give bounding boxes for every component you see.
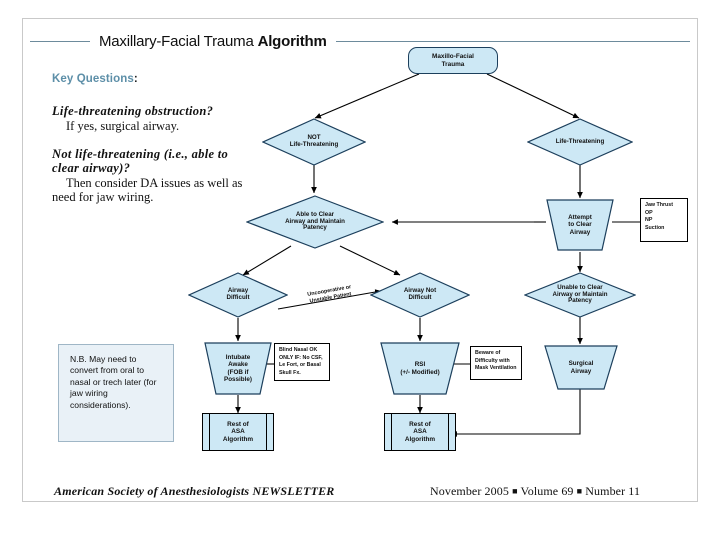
node-label: Attempt to Clear Airway	[568, 214, 592, 236]
footer-separator-1: ■	[512, 486, 518, 496]
page-title: Maxillary-Facial Trauma Algorithm	[30, 30, 690, 52]
node-label: Airway Difficult	[226, 287, 250, 301]
footer-issue: November 2005 ■ Volume 69 ■ Number 11	[430, 484, 640, 499]
key-answer-1-text: If yes, surgical airway.	[66, 119, 180, 133]
trapezoid-shape	[204, 342, 272, 395]
node-rest-of-asa-algorithm-right[interactable]: Rest of ASA Algorithm	[384, 413, 456, 451]
key-questions-heading: Key Questions:	[52, 73, 138, 85]
node-label: Maxillo-Facial Trauma	[432, 53, 474, 68]
node-airway-not-difficult[interactable]: Airway Not Difficult	[370, 272, 470, 318]
node-unable-to-clear-airway[interactable]: Unable to Clear Airway or Maintain Paten…	[524, 272, 636, 318]
footer-volume: Volume 69	[520, 484, 574, 498]
node-label: Surgical Airway	[568, 360, 594, 375]
node-not-life-threatening[interactable]: NOT Life-Threatening	[262, 118, 366, 166]
node-label: Able to Clear Airway and Maintain Patenc…	[285, 210, 345, 232]
node-maxillo-facial-trauma[interactable]: Maxillo-Facial Trauma	[408, 47, 498, 74]
node-label: Airway Not Difficult	[403, 287, 437, 301]
key-answer-1: If yes, surgical airway.	[52, 119, 244, 134]
note-text: Jaw Thrust OP NP Suction	[645, 202, 673, 232]
footer-publication: American Society of Anesthesiologists NE…	[54, 484, 335, 498]
diamond-shape	[524, 272, 636, 318]
key-questions-heading-colon: :	[133, 73, 138, 85]
key-questions-heading-text: Key Questions	[52, 73, 134, 85]
footer-number: Number 11	[585, 484, 641, 498]
diamond-shape	[370, 272, 470, 318]
node-intubate-awake[interactable]: Intubate Awake (FOB if Possible)	[204, 342, 272, 395]
key-answer-2-text: Then consider DA issues as well as need …	[52, 175, 243, 205]
node-label: Life-Threatening	[555, 137, 605, 145]
diamond-shape	[262, 118, 366, 166]
title-text: Maxillary-Facial Trauma Algorithm	[90, 33, 336, 50]
node-label: NOT Life-Threatening	[289, 134, 339, 148]
diamond-shape	[188, 272, 288, 318]
footer-separator-2: ■	[576, 486, 583, 496]
node-airway-difficult[interactable]: Airway Difficult	[188, 272, 288, 318]
node-rest-of-asa-algorithm-left[interactable]: Rest of ASA Algorithm	[202, 413, 274, 451]
slide-border	[22, 18, 698, 502]
title-text-plain: Maxillary-Facial Trauma	[99, 32, 258, 50]
title-rule-right	[335, 40, 690, 42]
node-rsi[interactable]: RSI (+/- Modified)	[380, 342, 460, 395]
node-label: Rest of ASA Algorithm	[222, 421, 254, 443]
diamond-shape	[527, 118, 633, 166]
node-label: Intubate Awake (FOB if Possible)	[224, 354, 252, 383]
node-label: RSI (+/- Modified)	[400, 361, 440, 376]
trapezoid-shape	[380, 342, 460, 395]
nb-note-box: N.B. May need to convert from oral to na…	[58, 344, 174, 442]
node-surgical-airway[interactable]: Surgical Airway	[544, 345, 618, 390]
key-question-1: Life-threatening obstruction?	[52, 104, 214, 118]
note-mask-ventilation: Beware of Difficulty with Mask Ventilati…	[470, 346, 522, 380]
title-text-bold: Algorithm	[257, 32, 327, 50]
note-jaw-thrust: Jaw Thrust OP NP Suction	[640, 198, 688, 242]
key-questions-body: Life-threatening obstruction? If yes, su…	[52, 104, 244, 218]
node-life-threatening[interactable]: Life-Threatening	[527, 118, 633, 166]
note-text: Blind Nasal OK ONLY IF: No CSF, Le Fort,…	[279, 347, 323, 377]
node-label: Rest of ASA Algorithm	[404, 421, 436, 443]
trapezoid-shape	[546, 199, 614, 251]
node-attempt-to-clear-airway[interactable]: Attempt to Clear Airway	[546, 199, 614, 251]
note-blind-nasal: Blind Nasal OK ONLY IF: No CSF, Le Fort,…	[274, 343, 330, 381]
node-label: Unable to Clear Airway or Maintain Paten…	[552, 283, 608, 305]
footer-date: November 2005	[430, 484, 509, 498]
node-able-to-clear-airway[interactable]: Able to Clear Airway and Maintain Patenc…	[246, 195, 384, 249]
key-answer-2: Then consider DA issues as well as need …	[52, 176, 244, 205]
title-rule-left	[30, 40, 90, 42]
key-question-2: Not life-threatening (i.e., able to clea…	[52, 146, 229, 175]
note-text: Beware of Difficulty with Mask Ventilati…	[475, 350, 517, 372]
trapezoid-shape	[544, 345, 618, 390]
diamond-shape	[246, 195, 384, 249]
